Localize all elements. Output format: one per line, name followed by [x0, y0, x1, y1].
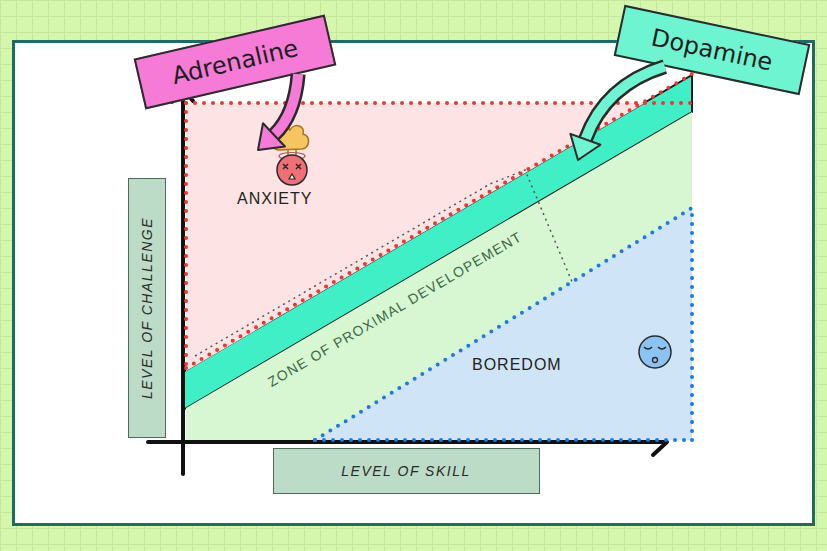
bored-face: [639, 336, 671, 368]
arrow-outline: [274, 74, 298, 135]
arrow-body: [585, 67, 664, 140]
face-mouth: [653, 358, 658, 363]
axis-label: LEVEL OF SKILL: [341, 463, 470, 479]
arrow-heads: [258, 123, 285, 150]
dotted-border: [184, 103, 188, 371]
closed-eyes: [644, 347, 666, 349]
dotted-border: [690, 208, 694, 440]
axis-label-box: LEVEL OF CHALLENGE: [128, 178, 166, 438]
region-label: BOREDOM: [472, 356, 562, 374]
arrow-outline: [585, 67, 664, 140]
arrowhead: [258, 123, 285, 150]
region-fill: [315, 208, 692, 440]
region-label: ANXIETY: [237, 190, 312, 208]
dotted-border: [315, 438, 692, 442]
dotted-border: [315, 208, 692, 440]
y-axis: [181, 92, 185, 474]
arrow-shaft: [585, 67, 664, 140]
face-mouth: [289, 174, 295, 179]
arrow-body: [274, 74, 298, 135]
face-circle: [639, 336, 671, 368]
axis-label: LEVEL OF CHALLENGE: [139, 217, 155, 399]
curved-arrow: [258, 74, 298, 150]
arrow-shaft: [274, 74, 298, 135]
arrowhead: [570, 134, 600, 160]
region-fill: [186, 112, 692, 440]
arrow-heads: [570, 134, 600, 160]
cross-eyes: [283, 164, 301, 169]
axis-label-box: LEVEL OF SKILL: [273, 448, 540, 494]
curved-arrow: [570, 67, 664, 160]
region-decor: [639, 336, 671, 368]
face-circle: [277, 155, 307, 185]
